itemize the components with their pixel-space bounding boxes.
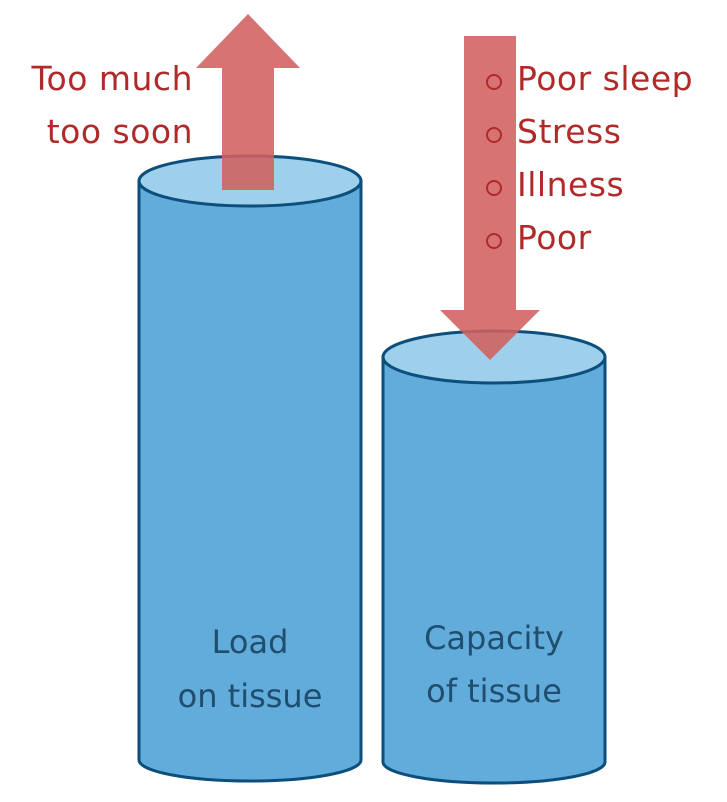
factor-item-stress: Stress <box>517 112 621 151</box>
capacity-cylinder <box>381 329 607 785</box>
down-arrow <box>440 36 540 360</box>
factor-list: Poor sleep Stress Illness Poor <box>486 59 693 257</box>
factor-bullet-icon <box>486 127 502 143</box>
factor-bullet-icon <box>486 74 502 90</box>
up-arrow <box>196 14 300 190</box>
capacity-cylinder-body <box>381 355 607 785</box>
factor-item-poor: Poor <box>517 218 592 257</box>
factor-item-poor-sleep: Poor sleep <box>517 59 693 98</box>
load-cylinder-body <box>137 179 363 783</box>
load-label-line2: on tissue <box>178 677 323 715</box>
capacity-label-line2: of tissue <box>426 672 562 710</box>
factor-bullet-icon <box>486 233 502 249</box>
capacity-label-line1: Capacity <box>424 619 564 657</box>
factor-bullet-icon <box>486 180 502 196</box>
up-arrow-label-line2: too soon <box>47 112 193 151</box>
factor-item-illness: Illness <box>517 165 624 204</box>
up-arrow-label-line1: Too much <box>30 59 193 98</box>
load-label-line1: Load <box>212 623 289 661</box>
